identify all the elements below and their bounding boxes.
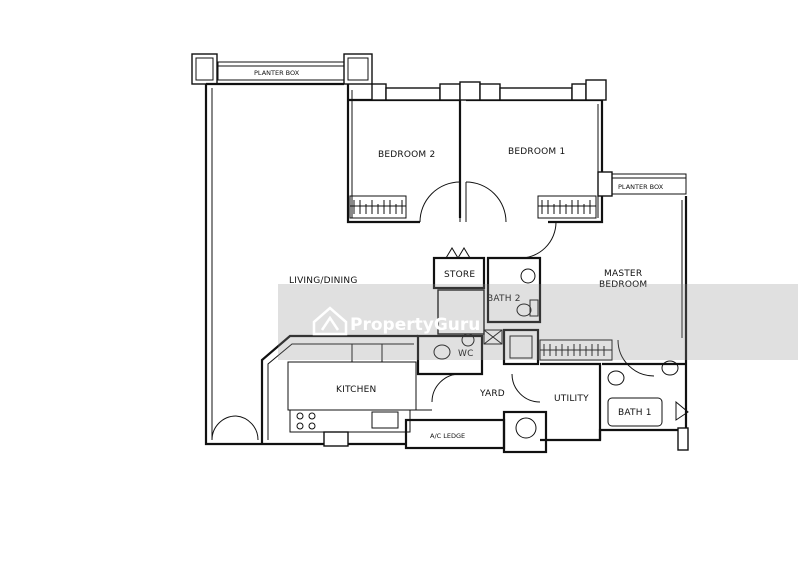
watermark-brand-text: PropertyGuru	[350, 315, 480, 335]
planter-box-right-label: PLANTER BOX	[618, 183, 664, 191]
utility-label: UTILITY	[554, 394, 589, 404]
wc-label: WC	[458, 349, 474, 359]
outer-walls	[204, 79, 689, 451]
planter-box-top	[191, 53, 373, 85]
service-core	[404, 247, 686, 454]
bedroom-1-label: BEDROOM 1	[508, 147, 565, 157]
propertyguru-watermark: PropertyGuru	[278, 284, 798, 360]
bath-1-label: BATH 1	[618, 408, 652, 418]
bath-2-label: BATH 2	[487, 294, 521, 304]
room-labels: PLANTER BOX BEDROOM 2 BEDROOM 1 PLANTER …	[254, 69, 664, 440]
yard-label: YARD	[479, 389, 505, 399]
store-label: STORE	[444, 270, 475, 280]
master-bedroom-label-line2: BEDROOM	[599, 280, 647, 290]
kitchen-label: KITCHEN	[336, 385, 376, 395]
bedroom-2-label: BEDROOM 2	[378, 150, 435, 160]
propertyguru-logo-icon	[312, 306, 348, 336]
planter-box-top-label: PLANTER BOX	[254, 69, 300, 77]
living-dining-label: LIVING/DINING	[289, 276, 358, 286]
master-bedroom-label-line1: MASTER	[604, 269, 642, 279]
kitchen-area	[260, 334, 432, 447]
wardrobes	[349, 195, 613, 361]
ac-ledge-label: A/C LEDGE	[430, 432, 465, 440]
